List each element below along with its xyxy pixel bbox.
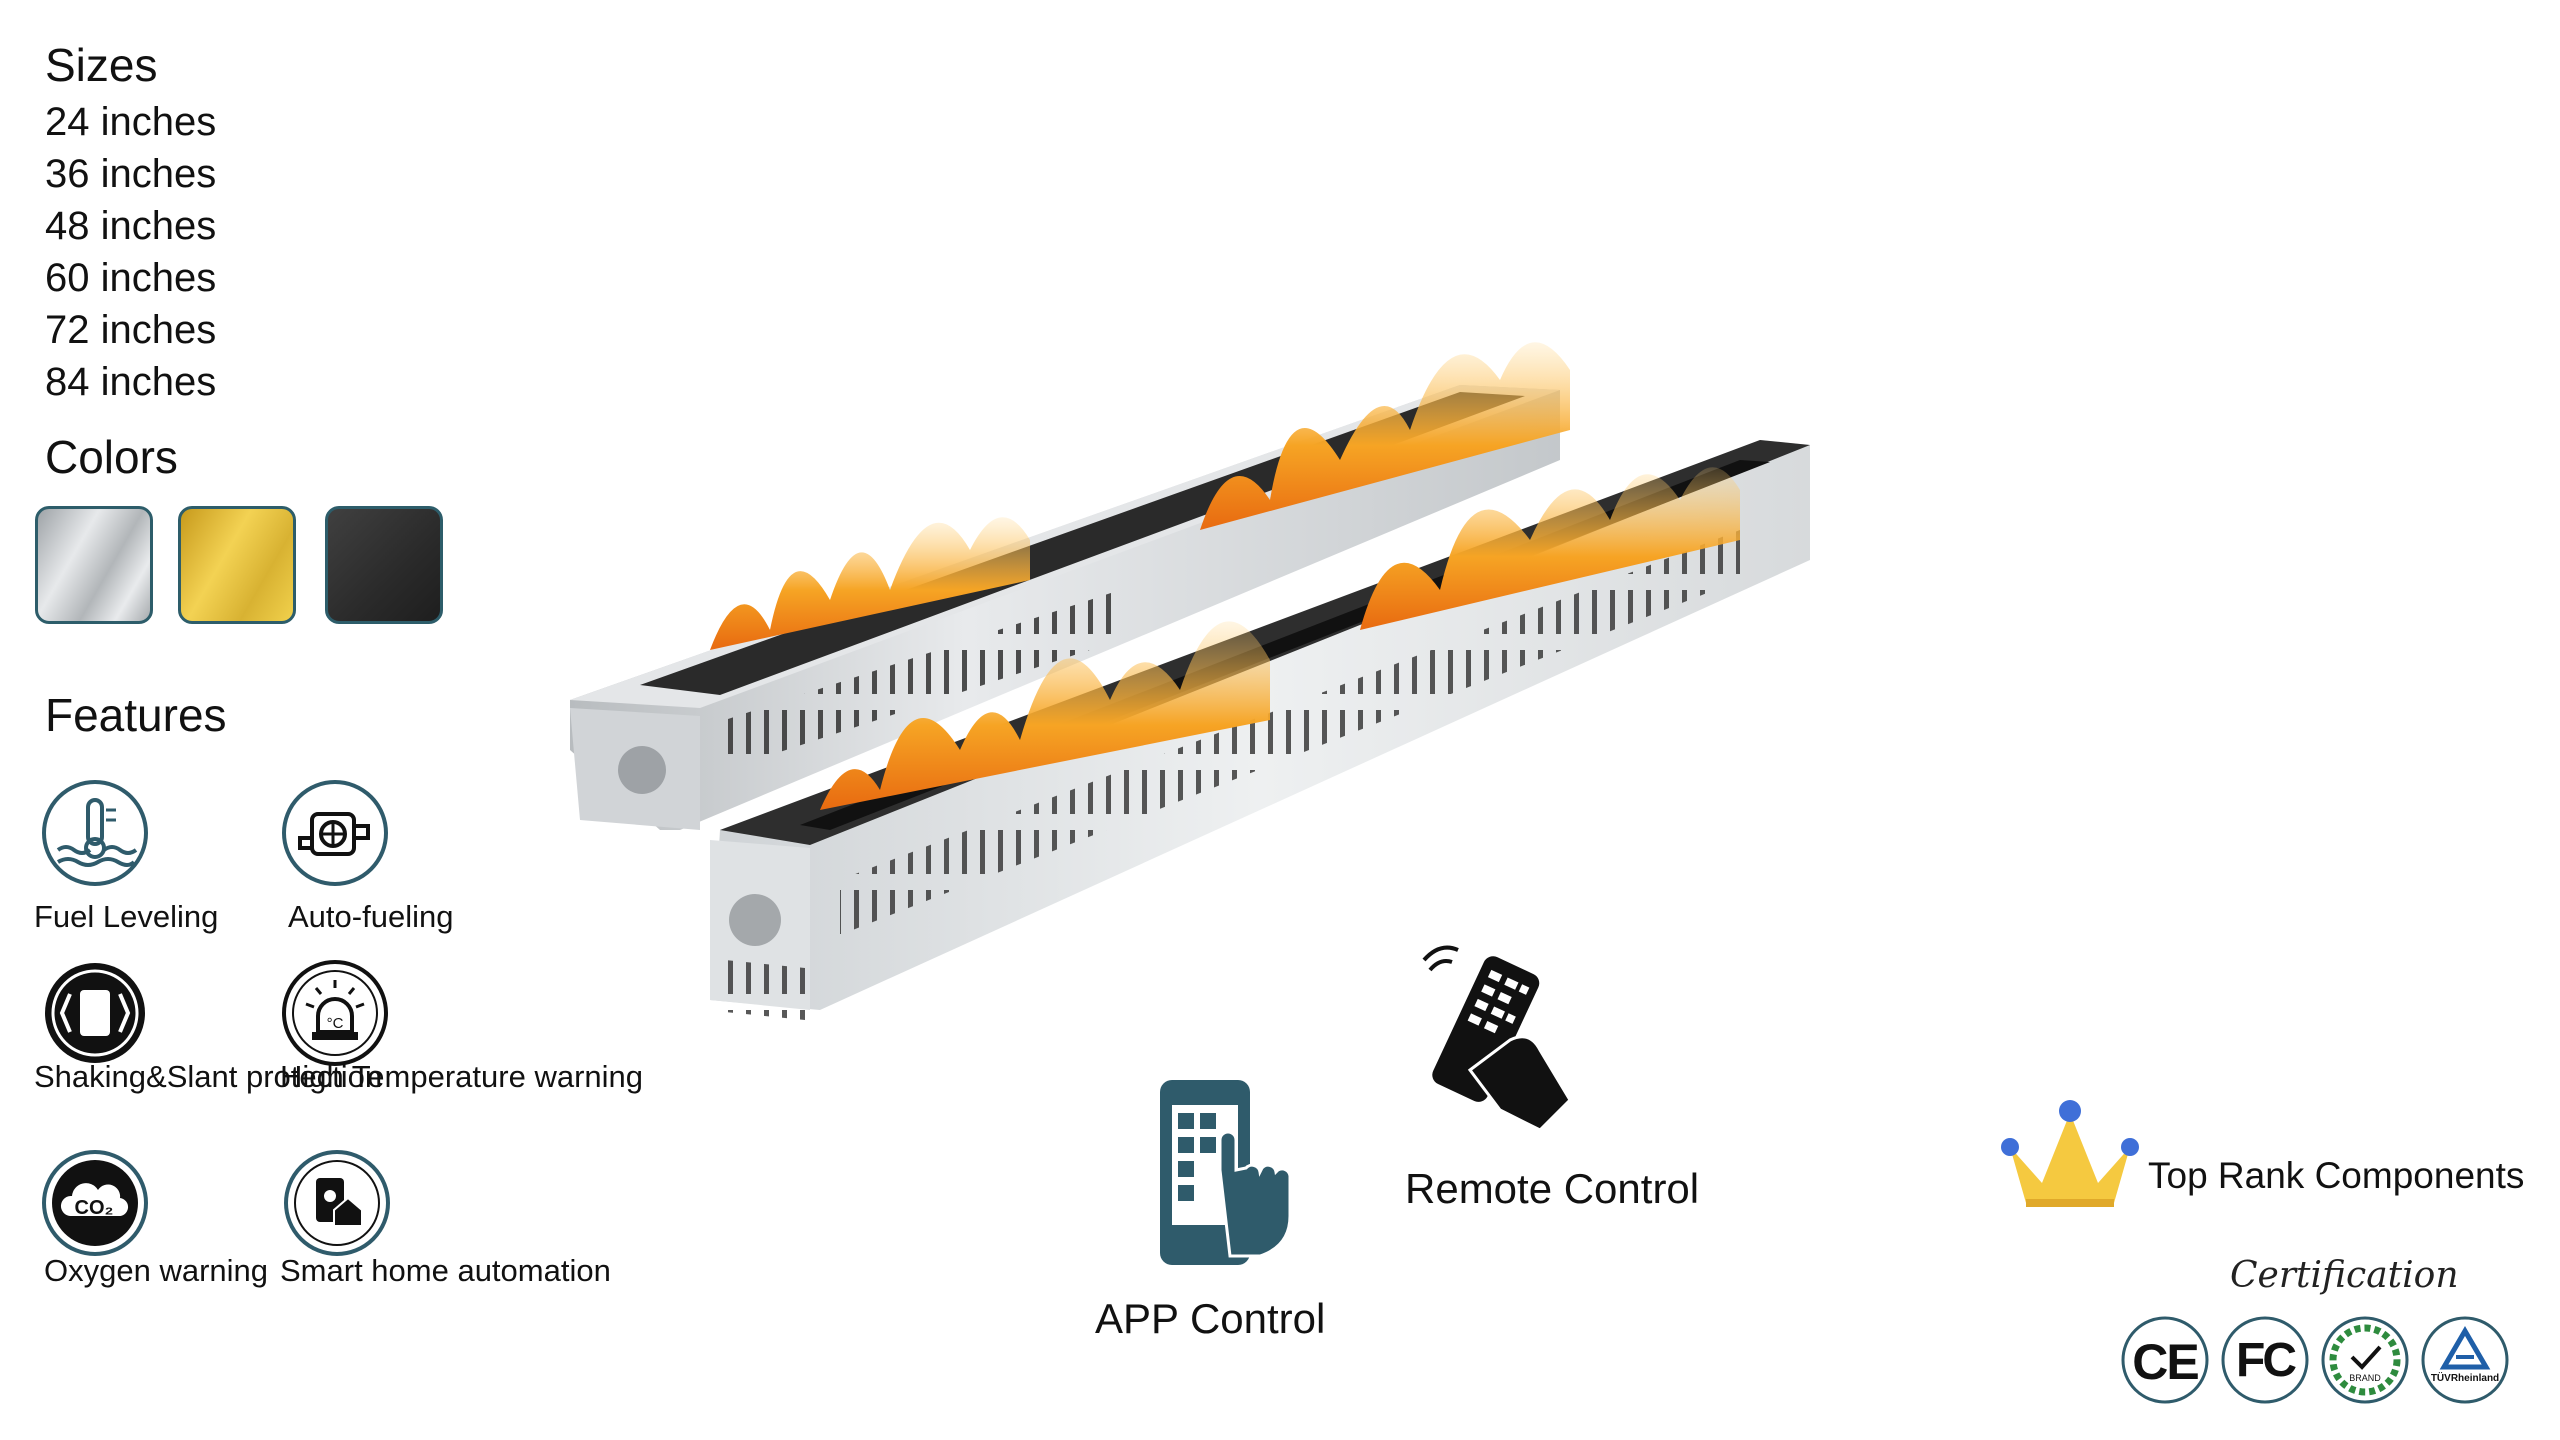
swatch-silver[interactable] bbox=[35, 506, 153, 624]
feature-label: Smart home automation bbox=[280, 1253, 611, 1288]
ce-badge: CE bbox=[2120, 1315, 2210, 1405]
remote-control-label: Remote Control bbox=[1405, 1165, 1700, 1212]
feature-label: Fuel Leveling bbox=[34, 899, 219, 934]
fuel-level-icon bbox=[42, 780, 148, 886]
fc-badge-icon bbox=[2221, 1316, 2309, 1404]
phone-touch-icon bbox=[1160, 1080, 1292, 1265]
fc-badge: FC bbox=[2220, 1315, 2310, 1405]
tuv-badge: TÜVRheinland bbox=[2420, 1315, 2510, 1405]
swatch-gold[interactable] bbox=[178, 506, 296, 624]
crown-icon bbox=[2001, 1100, 2139, 1207]
features-heading: Features bbox=[45, 689, 227, 741]
size-option: 36 inches bbox=[45, 152, 217, 196]
fireplace-burner-image bbox=[570, 342, 1810, 1020]
size-option: 84 inches bbox=[45, 360, 217, 404]
svg-text:CO₂: CO₂ bbox=[75, 1197, 114, 1219]
smart-home-icon bbox=[284, 1150, 390, 1256]
feature-label: Oxygen warning bbox=[44, 1253, 269, 1288]
feature-label: High Temperature warning bbox=[280, 1059, 644, 1094]
certification-title: Certification bbox=[2230, 1255, 2459, 1296]
app-control-label: APP Control bbox=[1095, 1295, 1326, 1342]
shake-slant-icon bbox=[45, 963, 145, 1063]
size-option: 72 inches bbox=[45, 308, 217, 352]
size-option: 24 inches bbox=[45, 100, 217, 144]
tuv-triangle-icon bbox=[2421, 1316, 2509, 1404]
laurel-check-icon bbox=[2321, 1316, 2409, 1404]
thermometer-alarm-icon: °C bbox=[282, 960, 388, 1066]
auto-fuel-pump-icon bbox=[282, 780, 388, 886]
hand-remote-icon bbox=[1422, 945, 1572, 1132]
brand-badge: BRAND bbox=[2320, 1315, 2410, 1405]
sizes-heading: Sizes bbox=[45, 39, 158, 91]
size-option: 60 inches bbox=[45, 256, 217, 300]
feature-label: Auto-fueling bbox=[288, 899, 454, 934]
svg-text:°C: °C bbox=[327, 1015, 344, 1032]
fc-badge-text: FC bbox=[2236, 1334, 2297, 1387]
sizes-list: 24 inches 36 inches 48 inches 60 inches … bbox=[45, 96, 216, 408]
co2-cloud-icon: CO₂ bbox=[42, 1150, 148, 1256]
brand-badge-text: BRAND bbox=[2349, 1373, 2381, 1383]
ce-badge-text: CE bbox=[2132, 1334, 2199, 1390]
size-option: 48 inches bbox=[45, 204, 217, 248]
tuv-badge-text: TÜVRheinland bbox=[2430, 1373, 2500, 1384]
top-rank-components-label: Top Rank Components bbox=[2148, 1155, 2525, 1196]
colors-heading: Colors bbox=[45, 431, 178, 483]
swatch-black[interactable] bbox=[325, 506, 443, 624]
ce-badge-icon bbox=[2121, 1316, 2209, 1404]
